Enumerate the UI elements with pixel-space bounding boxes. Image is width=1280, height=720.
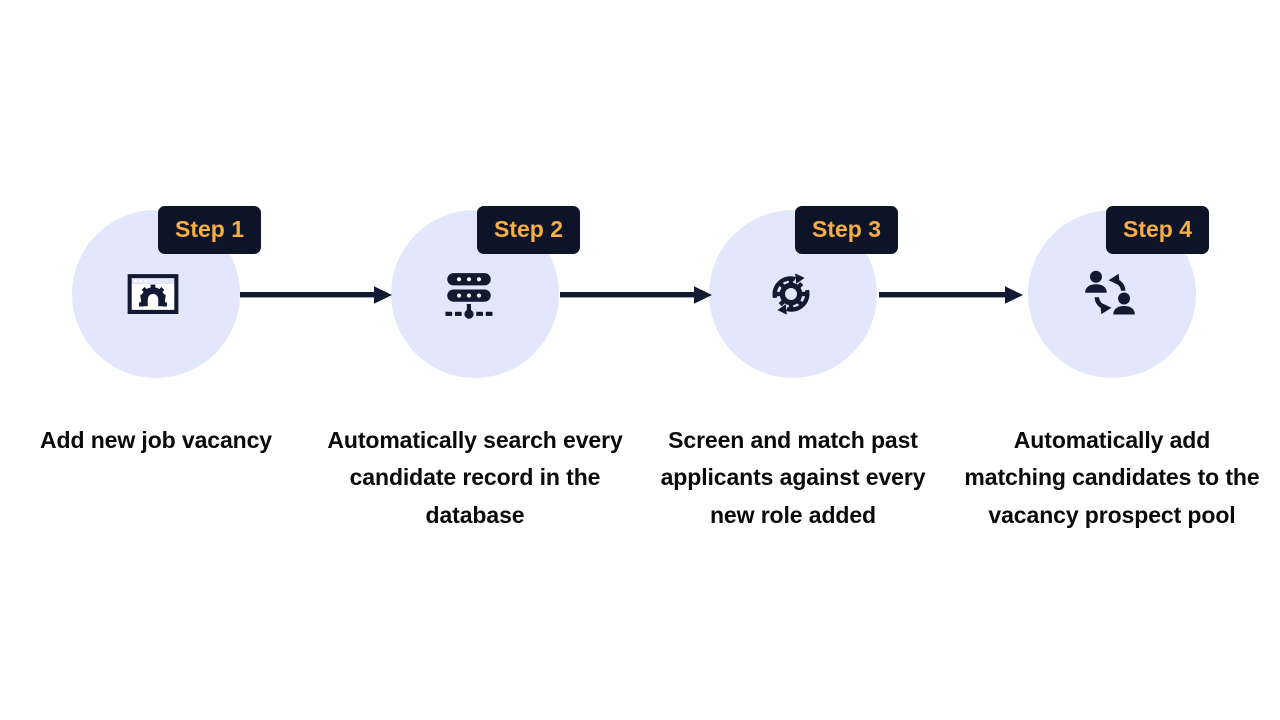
gear-refresh-cycle-icon [707,210,875,378]
step-2-caption: Automatically search every candidate rec… [327,427,623,528]
browser-window-gear-icon [69,210,237,378]
step-4-badge: Step 4 [1106,206,1210,254]
process-step-3: Step 3 Screen and match past applicants … [633,206,953,534]
process-step-4: Step 4 Automatically add matching candid… [952,206,1272,534]
process-step-2: Step 2 Automatically search every candid… [315,206,635,534]
arrow-right-icon [560,286,712,304]
step-3-badge: Step 3 [795,206,899,254]
process-step-1: Step 1 Add new job vacancy [0,206,316,459]
step-1-badge: Step 1 [158,206,262,254]
step-4-circle-wrap: Step 4 [1026,206,1210,378]
step-3-circle-wrap: Step 3 [707,206,899,378]
arrow-right-icon [879,286,1023,304]
step-3-caption: Screen and match past applicants against… [660,427,926,528]
step-2-circle-wrap: Step 2 [391,206,581,378]
connector-step3-to-step4 [879,284,1023,306]
arrow-right-icon [240,286,392,304]
connector-step2-to-step3 [560,284,712,306]
users-exchange-icon [1026,210,1194,378]
step-1-circle-wrap: Step 1 [69,206,262,378]
step-2-badge: Step 2 [477,206,581,254]
database-server-network-icon [385,210,553,378]
step-4-caption: Automatically add matching candidates to… [964,427,1260,528]
connector-step1-to-step2 [240,284,392,306]
step-1-caption: Add new job vacancy [40,427,272,453]
